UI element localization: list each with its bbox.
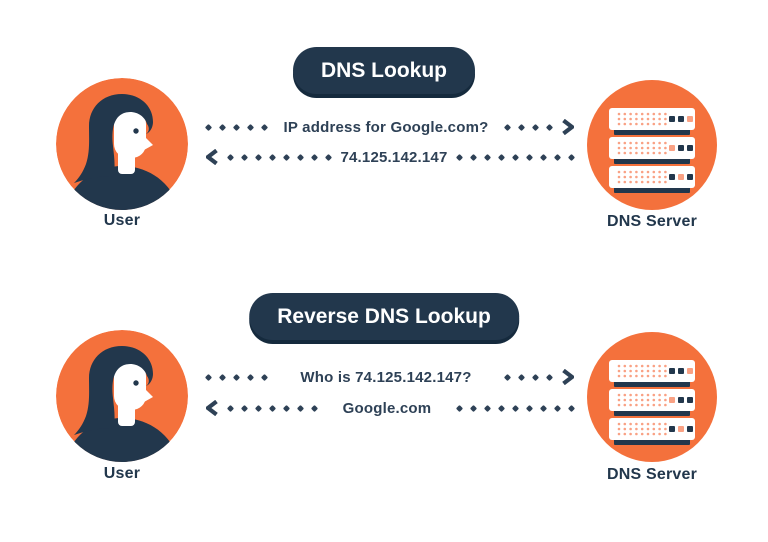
user-avatar [56, 78, 188, 215]
reverse-dns-request-text: Who is 74.125.142.147? [300, 368, 472, 386]
diamond-dot [226, 404, 235, 412]
diamond-dot [455, 404, 464, 412]
diamond-dot [531, 373, 540, 381]
diamond-dot [497, 404, 506, 412]
dotted-line [204, 373, 269, 381]
dns-request-text: IP address for Google.com? [283, 118, 489, 136]
diamond-dot [204, 373, 213, 381]
dotted-line [503, 119, 574, 135]
diamond-dot [246, 373, 255, 381]
diamond-dot [296, 404, 305, 412]
diamond-dot [497, 153, 506, 161]
diamond-dot [483, 153, 492, 161]
diamond-dot [240, 404, 249, 412]
woman-avatar-icon [56, 330, 188, 462]
diamond-dot [455, 153, 464, 161]
reverse-dns-response-arrow: Google.com [206, 395, 576, 421]
reverse-dns-request-arrow: Who is 74.125.142.147? [204, 364, 574, 390]
diamond-dot [296, 153, 305, 161]
diamond-dot [531, 123, 540, 131]
reverse-dns-lookup-title: Reverse DNS Lookup [249, 293, 519, 340]
server-rack-icon [587, 80, 717, 210]
server-rack-icon [587, 332, 717, 462]
diamond-dot [218, 373, 227, 381]
diamond-dot [232, 373, 241, 381]
diamond-dot [545, 123, 554, 131]
user-label: User [103, 465, 141, 482]
diamond-dot [469, 153, 478, 161]
diamond-dot [567, 404, 576, 412]
dns-response-arrow: 74.125.142.147 [206, 144, 576, 170]
diamond-dot [226, 153, 235, 161]
diamond-dot [483, 404, 492, 412]
diamond-dot [511, 404, 520, 412]
dotted-line [455, 404, 576, 412]
diamond-dot [254, 404, 263, 412]
reverse-dns-response-text: Google.com [342, 399, 432, 417]
diamond-dot [268, 404, 277, 412]
diamond-dot [232, 123, 241, 131]
chevron-left-icon [206, 400, 219, 416]
dotted-line [204, 123, 269, 131]
diamond-dot [310, 404, 319, 412]
dns-server [587, 80, 717, 215]
diamond-dot [282, 153, 291, 161]
diamond-dot [268, 153, 277, 161]
diamond-dot [282, 404, 291, 412]
dotted-line [206, 149, 333, 165]
diamond-dot [260, 123, 269, 131]
diamond-dot [246, 123, 255, 131]
chevron-left-icon [206, 149, 219, 165]
dns-server-label: DNS Server [606, 213, 698, 230]
user-avatar [56, 330, 188, 467]
woman-avatar-icon [56, 78, 188, 210]
dns-response-text: 74.125.142.147 [340, 148, 448, 166]
dns-request-arrow: IP address for Google.com? [204, 114, 574, 140]
diamond-dot [517, 123, 526, 131]
diamond-dot [310, 153, 319, 161]
diamond-dot [539, 153, 548, 161]
chevron-right-icon [561, 369, 574, 385]
diamond-dot [324, 153, 333, 161]
dotted-line [455, 153, 576, 161]
dotted-line [206, 400, 319, 416]
dns-lookup-title: DNS Lookup [293, 47, 475, 94]
dotted-line [503, 369, 574, 385]
diamond-dot [204, 123, 213, 131]
diamond-dot [525, 404, 534, 412]
dns-server [587, 332, 717, 467]
diamond-dot [503, 123, 512, 131]
diamond-dot [260, 373, 269, 381]
diamond-dot [539, 404, 548, 412]
dns-server-label: DNS Server [606, 466, 698, 483]
diamond-dot [553, 404, 562, 412]
user-label: User [103, 212, 141, 229]
diamond-dot [240, 153, 249, 161]
diamond-dot [567, 153, 576, 161]
diamond-dot [517, 373, 526, 381]
chevron-right-icon [561, 119, 574, 135]
diamond-dot [469, 404, 478, 412]
diamond-dot [218, 123, 227, 131]
diamond-dot [545, 373, 554, 381]
diamond-dot [511, 153, 520, 161]
diamond-dot [525, 153, 534, 161]
dns-lookup-title-label: DNS Lookup [321, 59, 447, 82]
diamond-dot [254, 153, 263, 161]
diamond-dot [503, 373, 512, 381]
reverse-dns-lookup-title-label: Reverse DNS Lookup [277, 305, 491, 328]
diamond-dot [553, 153, 562, 161]
